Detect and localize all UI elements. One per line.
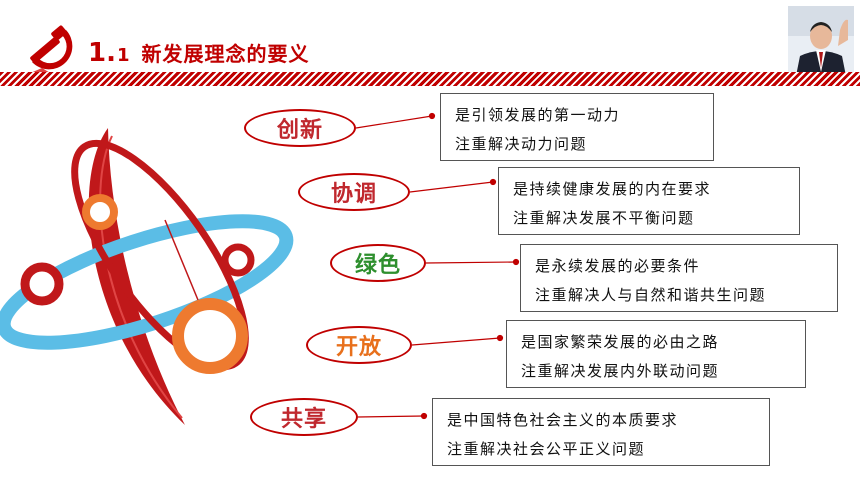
description-line-1: 是永续发展的必要条件 [535,257,701,275]
concept-description-openness: 是国家繁荣发展的必由之路 注重解决发展内外联动问题 [506,320,806,388]
title-sub-number: 1 [116,45,130,66]
description-line-2: 注重解决社会公平正义问题 [447,440,646,458]
concept-label-text: 开放 [335,335,382,360]
concept-label-text: 协调 [330,182,377,207]
description-line-1: 是持续健康发展的内在要求 [513,180,712,198]
description-line-2: 注重解决发展内外联动问题 [521,362,720,380]
description-line-1: 是中国特色社会主义的本质要求 [447,411,679,429]
description-line-2: 注重解决发展不平衡问题 [513,209,695,227]
concept-label-openness: 开放 [306,326,412,364]
atom-orbit-graphic [0,128,294,425]
description-line-1: 是国家繁荣发展的必由之路 [521,333,720,351]
concept-label-text: 共享 [280,407,327,432]
title-text: 新发展理念的要义 [141,42,310,66]
concept-label-innovation: 创新 [244,109,356,147]
concept-description-sharing: 是中国特色社会主义的本质要求 注重解决社会公平正义问题 [432,398,770,466]
description-line-2: 注重解决人与自然和谐共生问题 [535,286,767,304]
portrait-photo [788,6,854,76]
header-divider-stripe [0,72,860,86]
page-title: 1. 1 新发展理念的要义 [88,38,310,74]
title-number: 1. [88,38,116,68]
concept-label-sharing: 共享 [250,398,358,436]
concept-label-green: 绿色 [330,244,426,282]
concept-description-coordination: 是持续健康发展的内在要求 注重解决发展不平衡问题 [498,167,800,235]
concept-description-green: 是永续发展的必要条件 注重解决人与自然和谐共生问题 [520,244,838,312]
concept-label-text: 创新 [276,118,323,143]
concept-label-coordination: 协调 [298,173,410,211]
description-line-2: 注重解决动力问题 [455,135,588,153]
concept-description-innovation: 是引领发展的第一动力 注重解决动力问题 [440,93,714,161]
description-line-1: 是引领发展的第一动力 [455,106,621,124]
concept-label-text: 绿色 [354,253,401,278]
